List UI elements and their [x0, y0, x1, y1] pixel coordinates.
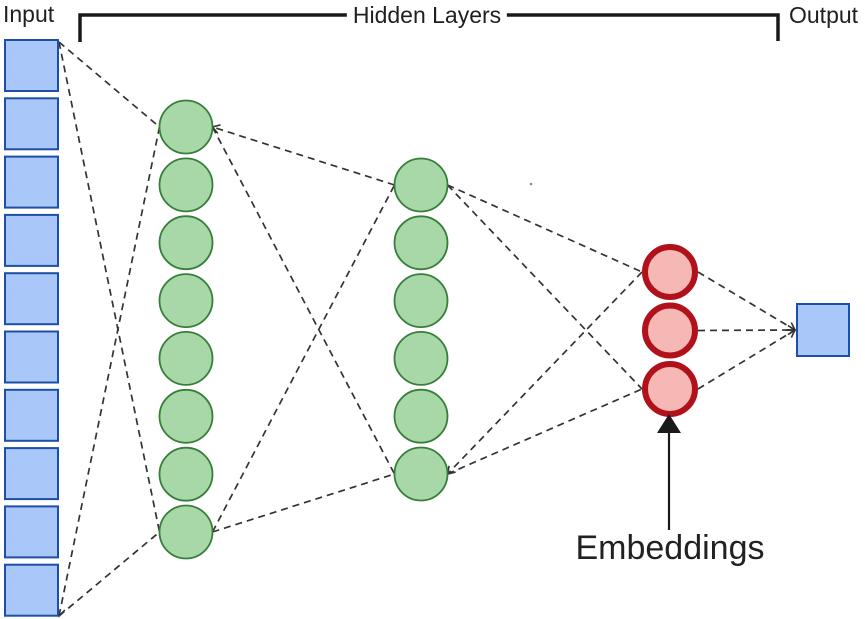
- connector-line: [446, 184, 643, 390]
- input-node: [4, 388, 59, 442]
- hidden2-neuron: [393, 446, 449, 502]
- hidden2-neuron: [393, 388, 449, 444]
- connector-line: [211, 126, 396, 475]
- input-node: [4, 563, 59, 617]
- input-node: [4, 213, 59, 267]
- input-label: Input: [3, 1, 55, 27]
- connector-line: [211, 124, 395, 186]
- stray-mark: [529, 182, 533, 186]
- hidden1-neuron: [158, 273, 214, 329]
- connector-line: [697, 271, 797, 332]
- embeddings-label: Embeddings: [575, 529, 765, 567]
- hidden1-neuron: [158, 504, 214, 560]
- hidden2-neuron: [393, 330, 449, 386]
- connector-line: [697, 324, 797, 336]
- embedding-node: [642, 302, 698, 359]
- input-node: [4, 330, 59, 384]
- hidden1-neuron: [158, 99, 214, 155]
- hidden1-neuron: [158, 446, 214, 502]
- embedding-node: [642, 361, 698, 417]
- hidden1-neuron: [158, 330, 214, 386]
- hidden2-neuron: [393, 157, 449, 213]
- hidden-layers-label: Hidden Layers: [346, 2, 508, 28]
- connector-line: [58, 531, 161, 617]
- input-node: [4, 97, 59, 151]
- connector-line: [447, 184, 643, 273]
- hidden1-neuron: [158, 157, 214, 213]
- input-node: [4, 272, 59, 326]
- connector-line: [55, 126, 161, 618]
- connector-line: [211, 184, 396, 533]
- connector-line: [447, 388, 643, 475]
- embedding-node: [642, 244, 698, 300]
- connector-line: [58, 41, 161, 533]
- output-node: [796, 303, 850, 357]
- input-node: [4, 155, 59, 209]
- hidden2-neuron: [393, 273, 449, 329]
- input-node: [4, 505, 59, 559]
- connector-line: [697, 328, 797, 390]
- connector-line: [446, 271, 643, 476]
- connector-line: [212, 473, 395, 533]
- hidden2-neuron: [393, 215, 449, 271]
- embeddings-arrowhead: [657, 414, 681, 433]
- input-node: [4, 447, 59, 501]
- hidden1-neuron: [158, 215, 214, 271]
- hidden1-neuron: [158, 388, 214, 444]
- input-node: [4, 39, 59, 92]
- output-label: Output: [789, 2, 859, 28]
- connector-line: [58, 41, 161, 128]
